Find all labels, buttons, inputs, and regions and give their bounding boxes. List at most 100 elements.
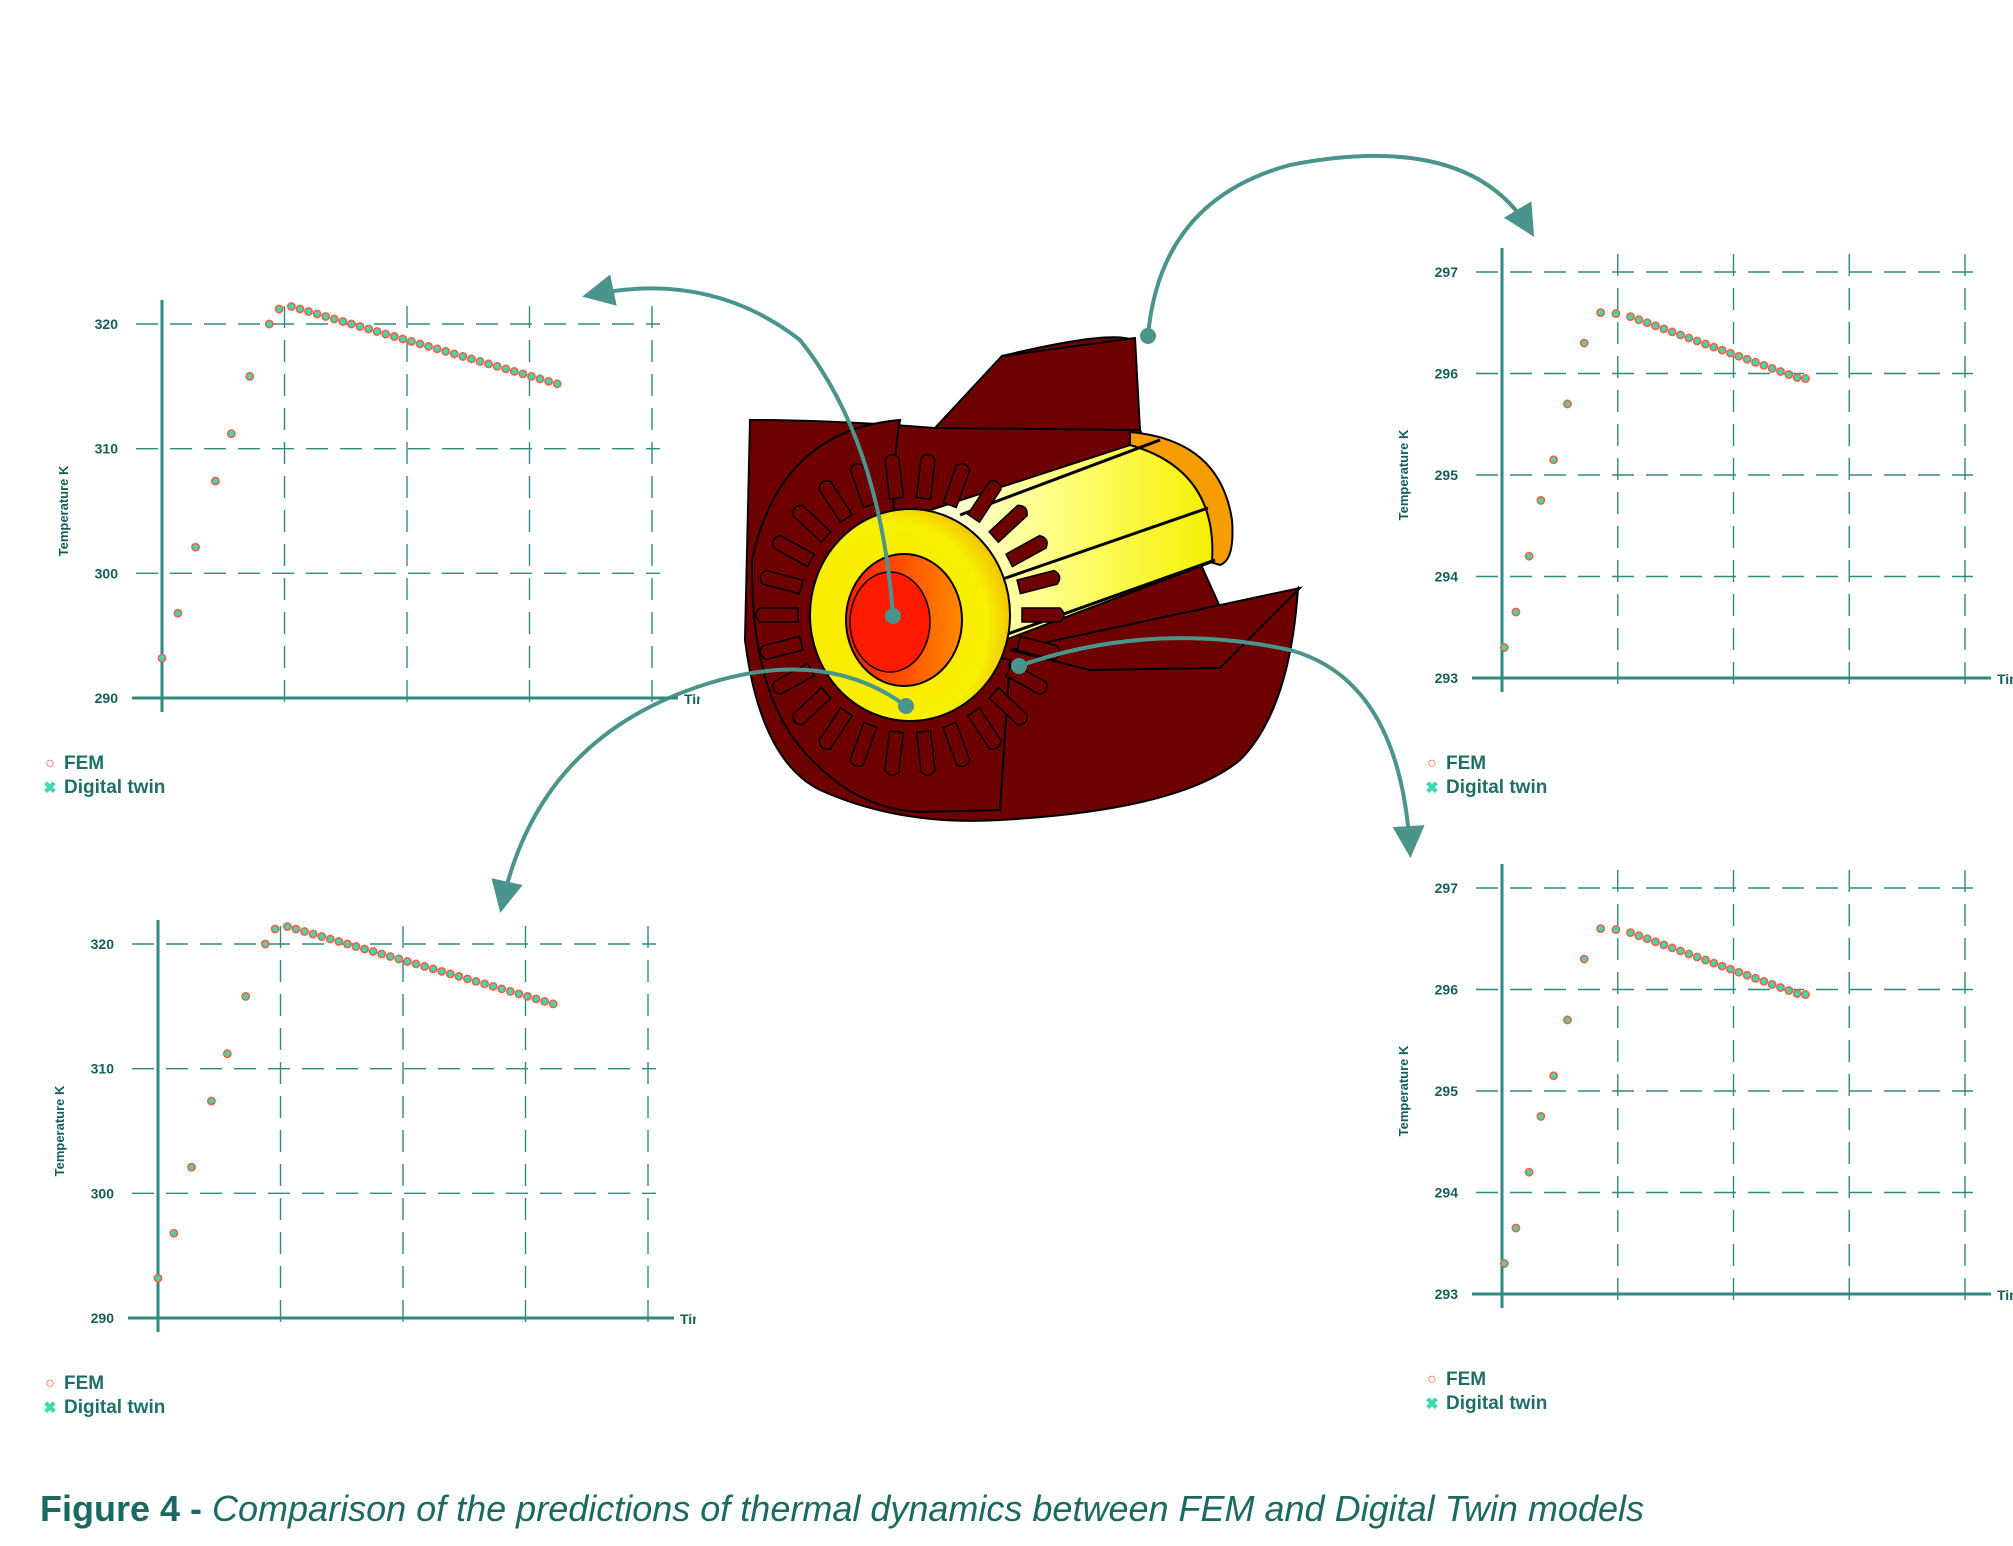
fem-point xyxy=(509,366,519,376)
legend: ○FEM ✖Digital twin xyxy=(40,752,165,800)
fem-point xyxy=(187,1162,196,1172)
fem-point xyxy=(1499,1259,1509,1268)
y-tick-label: 296 xyxy=(1435,982,1459,998)
fem-point xyxy=(329,314,339,324)
fem-point xyxy=(1659,324,1669,334)
twin-marker-icon: ✖ xyxy=(43,1400,57,1417)
fem-point xyxy=(1659,940,1669,950)
fem-point xyxy=(1626,312,1635,322)
fem-point xyxy=(1667,327,1677,337)
stator-slot xyxy=(849,462,878,509)
fem-point xyxy=(282,922,292,931)
fem-point xyxy=(432,344,442,354)
fem-point xyxy=(360,944,369,954)
fem-point xyxy=(1684,949,1694,959)
fem-point xyxy=(1692,336,1702,346)
fem-point xyxy=(372,327,382,336)
fem-point xyxy=(454,972,464,981)
fem-point xyxy=(471,977,481,986)
fem-point xyxy=(1701,955,1710,965)
legend-fem-label: FEM xyxy=(64,753,105,774)
fem-point xyxy=(552,379,562,389)
fem-point xyxy=(1776,367,1785,376)
fem-point xyxy=(173,608,183,618)
fem-point xyxy=(286,302,296,311)
stator-slot xyxy=(884,730,905,777)
fem-point xyxy=(355,322,365,331)
fem-point xyxy=(531,994,541,1004)
y-tick-label: 300 xyxy=(91,1185,115,1201)
fem-point xyxy=(241,991,251,1001)
caption-label: Figure 4 xyxy=(40,1488,181,1529)
x-axis-label: Time s xyxy=(680,1311,696,1327)
fem-point xyxy=(1801,374,1810,383)
legend-fem-label: FEM xyxy=(64,1373,105,1394)
fem-point xyxy=(1651,321,1660,331)
fem-point xyxy=(407,337,416,346)
fem-point xyxy=(1511,1223,1521,1233)
fem-point xyxy=(1536,495,1546,505)
chart-bottom-right: 0500100015002000293294295296297Time sTem… xyxy=(1380,864,2013,1464)
fem-point xyxy=(1634,931,1644,941)
fem-point xyxy=(1596,308,1606,317)
fem-point xyxy=(1709,342,1719,352)
fem-point xyxy=(488,981,498,991)
fem-point xyxy=(389,332,399,341)
probe-point-stator xyxy=(1140,328,1156,344)
fem-point xyxy=(1692,952,1702,962)
fem-point xyxy=(1726,348,1735,358)
probe-point-rotor xyxy=(1011,658,1027,674)
fem-point xyxy=(1536,1111,1546,1121)
fem-point xyxy=(222,1049,232,1059)
stator-slot xyxy=(759,569,804,595)
fem-point xyxy=(334,937,344,946)
legend-twin-label: Digital twin xyxy=(64,777,166,798)
fem-point xyxy=(312,309,322,319)
y-tick-label: 294 xyxy=(1435,569,1459,585)
stator-slot xyxy=(818,480,854,524)
fem-point xyxy=(368,947,378,956)
fem-point xyxy=(540,996,550,1006)
fem-point xyxy=(467,354,476,364)
y-axis-label: Temperature K xyxy=(1396,429,1411,520)
stator-slot xyxy=(915,730,936,777)
fem-point xyxy=(518,369,528,379)
stator-slot xyxy=(1004,534,1048,568)
legend-fem-label: FEM xyxy=(1446,1369,1487,1390)
stator-slot xyxy=(759,635,804,661)
fem-point xyxy=(291,924,301,934)
stator-slot xyxy=(915,453,936,500)
fem-point xyxy=(1734,967,1744,977)
fem-point xyxy=(377,949,387,959)
fem-point xyxy=(1701,339,1710,349)
fem-point xyxy=(338,317,348,326)
y-axis-label: Temperature K xyxy=(56,465,71,556)
fem-point xyxy=(1651,937,1660,947)
fem-point xyxy=(226,429,236,439)
arrow-to-top-right-chart xyxy=(1146,154,1535,337)
fem-point xyxy=(317,932,327,941)
stator-slot xyxy=(792,686,832,726)
fem-point xyxy=(1642,318,1652,328)
fem-point xyxy=(1611,925,1621,935)
fem-point xyxy=(1767,364,1777,373)
y-tick-label: 310 xyxy=(95,441,119,457)
x-axis-label: Time s xyxy=(684,691,700,707)
fem-point xyxy=(1676,946,1685,956)
legend: ○FEM ✖Digital twin xyxy=(1422,752,1547,800)
stator-slot xyxy=(966,706,1002,750)
fem-point xyxy=(1524,1167,1534,1177)
caption-text: Comparison of the predictions of thermal… xyxy=(212,1488,1644,1529)
stator-slot xyxy=(1021,607,1065,623)
arrow-to-top-left-chart xyxy=(582,274,895,617)
fem-point xyxy=(191,542,200,552)
stator-slot xyxy=(849,721,878,768)
fem-point xyxy=(428,964,438,974)
fem-point xyxy=(1751,357,1760,367)
arrow-to-bottom-left-chart xyxy=(491,667,908,913)
fem-point xyxy=(351,942,361,951)
y-axis-label: Temperature K xyxy=(1396,1045,1411,1136)
fem-point xyxy=(1634,315,1644,325)
fem-point xyxy=(1759,976,1769,986)
